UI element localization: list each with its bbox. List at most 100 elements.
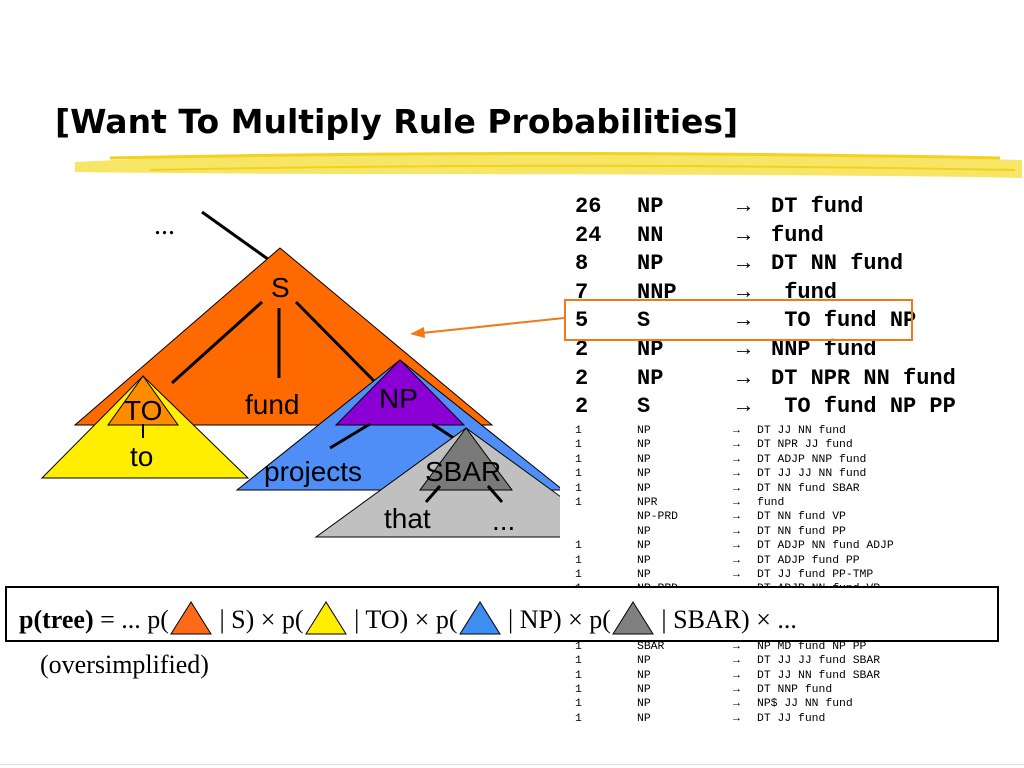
- rule-lhs: NP: [637, 669, 651, 682]
- rule-rhs: DT fund: [771, 194, 864, 219]
- formula-given-s: | S) × p(: [212, 605, 304, 634]
- rule-lhs: NP: [637, 425, 651, 437]
- rule-rhs: DT ADJP fund PP: [757, 554, 860, 567]
- tri-3: [612, 601, 654, 635]
- rule-lhs: NP: [637, 684, 651, 697]
- rule-count: 26: [575, 194, 602, 219]
- rule-rhs: DT NN fund PP: [757, 525, 846, 538]
- rule-arrow: →: [733, 540, 740, 553]
- rule-lhs: NP: [637, 439, 651, 452]
- rule-lhs: NP: [637, 365, 664, 391]
- rule-arrow: →: [737, 308, 751, 334]
- rule-lhs: NP: [637, 336, 664, 362]
- rule-arrow: →: [733, 669, 740, 682]
- rule-arrow: →: [737, 336, 751, 362]
- rule-count: 1: [575, 496, 582, 509]
- rule-row: NP→DT NN fund PP: [575, 525, 894, 539]
- rule-rhs: DT JJ JJ NN fund: [757, 468, 867, 481]
- rule-lhs: S: [637, 394, 651, 420]
- projects-label: projects: [264, 456, 362, 487]
- probability-formula-box: p(tree) = ... p( | S) × p( | TO) × p( | …: [5, 586, 999, 642]
- rule-lhs: NP: [637, 655, 651, 668]
- rule-lhs: NP: [637, 712, 651, 725]
- rule-count: 1: [575, 684, 582, 697]
- that-label: that: [384, 503, 431, 534]
- rule-rhs: DT JJ fund: [757, 712, 826, 725]
- to-word-label: to: [130, 441, 153, 472]
- formula-given-sbar: | SBAR) × ...: [654, 605, 797, 634]
- rule-lhs: NP: [637, 568, 651, 581]
- rule-arrow: →: [733, 655, 740, 668]
- rule-row: 1 NP → DT JJ NN fund SBAR: [575, 669, 894, 683]
- rule-count: 1: [575, 669, 582, 682]
- title-highlight-stroke: [75, 152, 1022, 178]
- formula-tree: tree: [42, 605, 85, 634]
- rule-lhs: NP: [637, 698, 651, 711]
- rule-lhs: NN: [637, 222, 664, 248]
- rule-count: 1: [575, 712, 582, 725]
- probability-formula: p(tree) = ... p( | S) × p( | TO) × p( | …: [19, 600, 797, 636]
- rule-arrow: →: [737, 194, 751, 219]
- s-to-to-line: [170, 300, 264, 385]
- rule-rhs: NP MD fund NP PP: [757, 640, 867, 653]
- slide-title: [Want To Multiply Rule Probabilities]: [55, 102, 739, 141]
- s-to-np-line: [294, 300, 378, 385]
- rule-lhs: NP: [637, 554, 651, 567]
- rule-arrow: →: [733, 684, 740, 697]
- rule-rhs: NP$ JJ NN fund: [757, 698, 853, 711]
- rule-count: 1: [575, 482, 582, 495]
- tri-0: [170, 601, 212, 635]
- rule-count: 24: [575, 222, 602, 248]
- rule-count: 2: [575, 394, 589, 420]
- rule-arrow: →: [733, 425, 740, 437]
- rule-count: 1: [575, 540, 582, 553]
- rule-count: 2: [575, 365, 589, 391]
- rule-arrow: →: [733, 511, 740, 524]
- rule-rhs: fund: [771, 222, 824, 248]
- rule-lhs: NP: [637, 525, 651, 538]
- rule-rhs: DT NPR NN fund: [771, 365, 956, 391]
- rule-rhs: DT JJ NN fund SBAR: [757, 669, 881, 682]
- rule-arrow: →: [733, 453, 740, 466]
- formula-given-to: | TO) × p(: [347, 605, 458, 634]
- yellow-triangle-icon: [304, 601, 347, 635]
- rule-arrow: →: [737, 251, 751, 277]
- rule-lhs: SBAR: [637, 640, 665, 653]
- rule-rhs: DT JJ NN fund: [757, 425, 846, 437]
- rule-arrow: →: [733, 568, 740, 581]
- np-tag-triangle: [334, 359, 466, 426]
- rule-rhs: NNP fund: [771, 336, 877, 362]
- rule-rhs: DT NN fund VP: [757, 511, 846, 524]
- np-to-projects-line: [329, 422, 371, 450]
- rule-lhs: NP-PRD: [637, 511, 679, 524]
- rule-row: 26 NP → DT fund: [575, 193, 956, 222]
- s-node-label: S: [271, 272, 290, 303]
- rule-count: 1: [575, 439, 582, 452]
- sbar-ellipsis-label: ...: [492, 505, 515, 536]
- rule-arrow: →: [733, 439, 740, 452]
- rule-count: 5: [575, 308, 589, 334]
- rule-lhs: NP: [637, 453, 651, 466]
- tri-2: [458, 601, 501, 635]
- rule-count: 1: [575, 453, 582, 466]
- sbar-tag-triangle: [419, 427, 513, 491]
- rule-arrow: →: [733, 640, 740, 653]
- rule-arrow: →: [733, 698, 740, 711]
- rule-lhs: NP: [637, 194, 664, 219]
